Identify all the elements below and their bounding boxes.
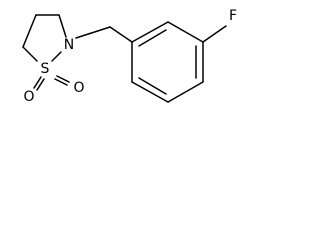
bond-c-f [202,25,227,43]
methylene-linker [75,26,133,43]
s-o-right-double-bond-b [54,78,68,86]
bond-ch2-ring [109,26,133,43]
bond-n-ch2 [75,26,111,39]
atom-label-oxygen-left: O [23,89,34,105]
isothiazolidine-ring [22,14,67,62]
sulfonyl-group [33,75,70,91]
atom-label-sulfur: S [41,61,50,77]
benzene-inner-double-bond-c [138,77,167,95]
benzene-ring [131,21,204,103]
atom-label-fluorine: F [229,8,237,24]
s-o-left-double-bond-a [33,76,42,89]
molecule-structure-diagram: N S O O F [0,0,248,116]
atom-label-oxygen-right: O [73,80,84,96]
atom-label-nitrogen: N [64,37,74,53]
ring-bond-c5-c4 [22,14,37,48]
benzene-bond-1-2 [131,21,169,43]
ring-bond-s-c5 [22,46,38,62]
ring-bond-n-s [51,51,62,62]
benzene-bond-4-5 [167,81,204,103]
s-o-left-double-bond-b [36,78,45,91]
benzene-bond-2-3 [167,21,204,43]
benzene-inner-double-bond-a [138,29,167,47]
benzene-bond-5-6 [131,81,169,103]
background [0,0,248,116]
ring-bond-c3-n [58,14,67,38]
s-o-right-double-bond-a [56,75,70,83]
